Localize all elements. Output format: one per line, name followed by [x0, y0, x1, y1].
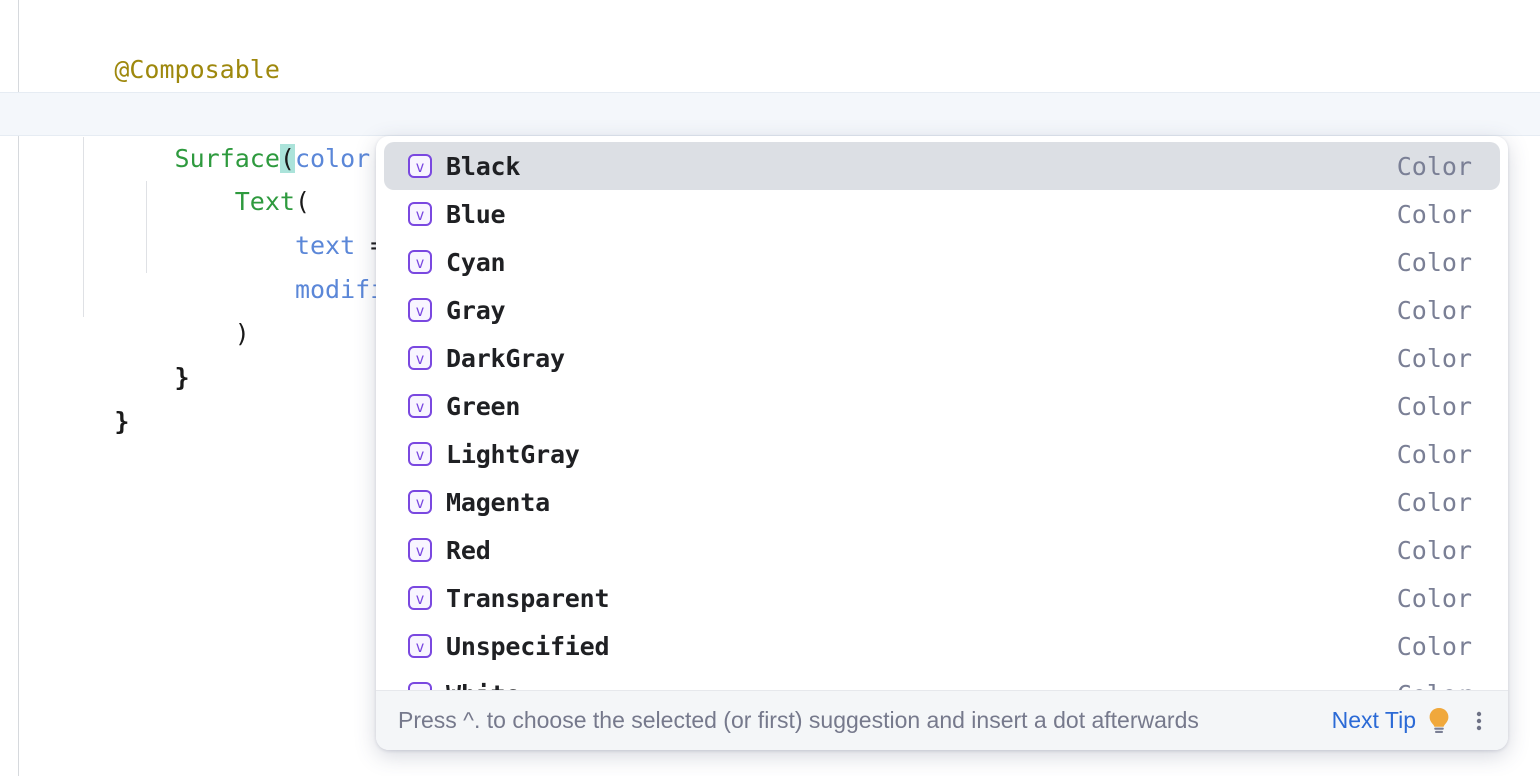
- value-icon: v: [408, 250, 432, 274]
- completion-item[interactable]: v DarkGray Color: [384, 334, 1500, 382]
- completion-item[interactable]: v Gray Color: [384, 286, 1500, 334]
- indent-guide-level-1: [83, 137, 84, 317]
- value-icon: v: [408, 586, 432, 610]
- next-tip-link[interactable]: Next Tip: [1331, 707, 1416, 733]
- completion-item-type: Color: [1396, 295, 1472, 325]
- code-line-surface-close: }: [0, 312, 1540, 392]
- completion-item[interactable]: v LightGray Color: [384, 430, 1500, 478]
- completion-item[interactable]: v Unspecified Color: [384, 622, 1500, 670]
- completion-item-label: Blue: [446, 199, 506, 229]
- token-text-paren: (: [294, 187, 311, 216]
- tip-message: Press ^. to choose the selected (or firs…: [398, 707, 1199, 733]
- code-line-text-close: ): [0, 268, 1540, 348]
- value-icon: v: [408, 154, 432, 178]
- code-line-surface-current: Surface(color = Color.) {: [0, 92, 1540, 174]
- code-line-text-open: Text(: [0, 136, 1540, 216]
- completion-item[interactable]: v Red Color: [384, 526, 1500, 574]
- completion-item-label: White: [446, 680, 1397, 691]
- completion-item[interactable]: v Cyan Color: [384, 238, 1500, 286]
- more-options-icon[interactable]: [1468, 706, 1490, 736]
- completion-item-type: Color: [1396, 247, 1472, 277]
- token-annotation: @Composable: [114, 55, 280, 84]
- token-close-brace-outer: }: [114, 407, 130, 436]
- completion-item-label: Cyan: [446, 247, 506, 277]
- completion-item[interactable]: v Green Color: [384, 382, 1500, 430]
- value-icon: v: [408, 346, 432, 370]
- completion-item-label: Black: [446, 151, 521, 181]
- error-squiggle-icon: [338, 127, 428, 133]
- completion-tip-bar: Press ^. to choose the selected (or firs…: [376, 690, 1508, 750]
- completion-item-label: Gray: [446, 295, 506, 325]
- code-line-fun-close: }: [0, 356, 1540, 436]
- completion-item-label: LightGray: [446, 439, 580, 469]
- value-icon: v: [408, 394, 432, 418]
- completion-item[interactable]: v Black Color: [384, 142, 1500, 190]
- completion-item[interactable]: v WhiteColor: [384, 670, 1500, 690]
- completion-item-label: Green: [446, 391, 521, 421]
- gutter-divider: [18, 0, 19, 776]
- completion-item-type: Color: [1396, 583, 1472, 613]
- completion-item-type: Color: [1396, 151, 1472, 181]
- token-named-arg-color: color: [294, 144, 371, 173]
- value-icon: v: [408, 490, 432, 514]
- completion-item-type: Color: [1396, 343, 1472, 373]
- completion-item-label: DarkGray: [446, 343, 565, 373]
- completion-item[interactable]: v Magenta Color: [384, 478, 1500, 526]
- completion-item[interactable]: v Transparent Color: [384, 574, 1500, 622]
- completion-item-type: Color: [1396, 535, 1472, 565]
- value-icon: v: [408, 298, 432, 322]
- completion-item-label: Magenta: [446, 487, 550, 517]
- token-close-paren: ): [234, 319, 250, 348]
- indent-guide-level-2: [146, 181, 147, 273]
- lightbulb-icon: [1426, 706, 1452, 736]
- value-icon: v: [408, 202, 432, 226]
- completion-item-type: Color: [1397, 680, 1500, 691]
- completion-item-type: Color: [1396, 439, 1472, 469]
- completion-item-label: Unspecified: [446, 631, 610, 661]
- code-line-annotation: @Composable: [0, 4, 1540, 84]
- token-close-brace-inner: }: [174, 363, 190, 392]
- code-line-fun-signature: fun Greeting(name: String, modifier: Mod…: [0, 48, 1540, 128]
- completion-item-label: Transparent: [446, 583, 610, 613]
- completion-item-type: Color: [1396, 631, 1472, 661]
- value-icon: v: [408, 634, 432, 658]
- value-icon: v: [408, 682, 432, 690]
- token-text-call: Text: [234, 187, 295, 216]
- completion-item-type: Color: [1396, 199, 1472, 229]
- completion-item-label: Red: [446, 535, 491, 565]
- token-arg-text: text: [294, 231, 356, 260]
- value-icon: v: [408, 442, 432, 466]
- completion-item-type: Color: [1396, 391, 1472, 421]
- completion-item[interactable]: v Blue Color: [384, 190, 1500, 238]
- completion-item-type: Color: [1396, 487, 1472, 517]
- token-surface-call: Surface: [174, 144, 280, 173]
- token-matching-paren-open: (: [279, 144, 295, 173]
- value-icon: v: [408, 538, 432, 562]
